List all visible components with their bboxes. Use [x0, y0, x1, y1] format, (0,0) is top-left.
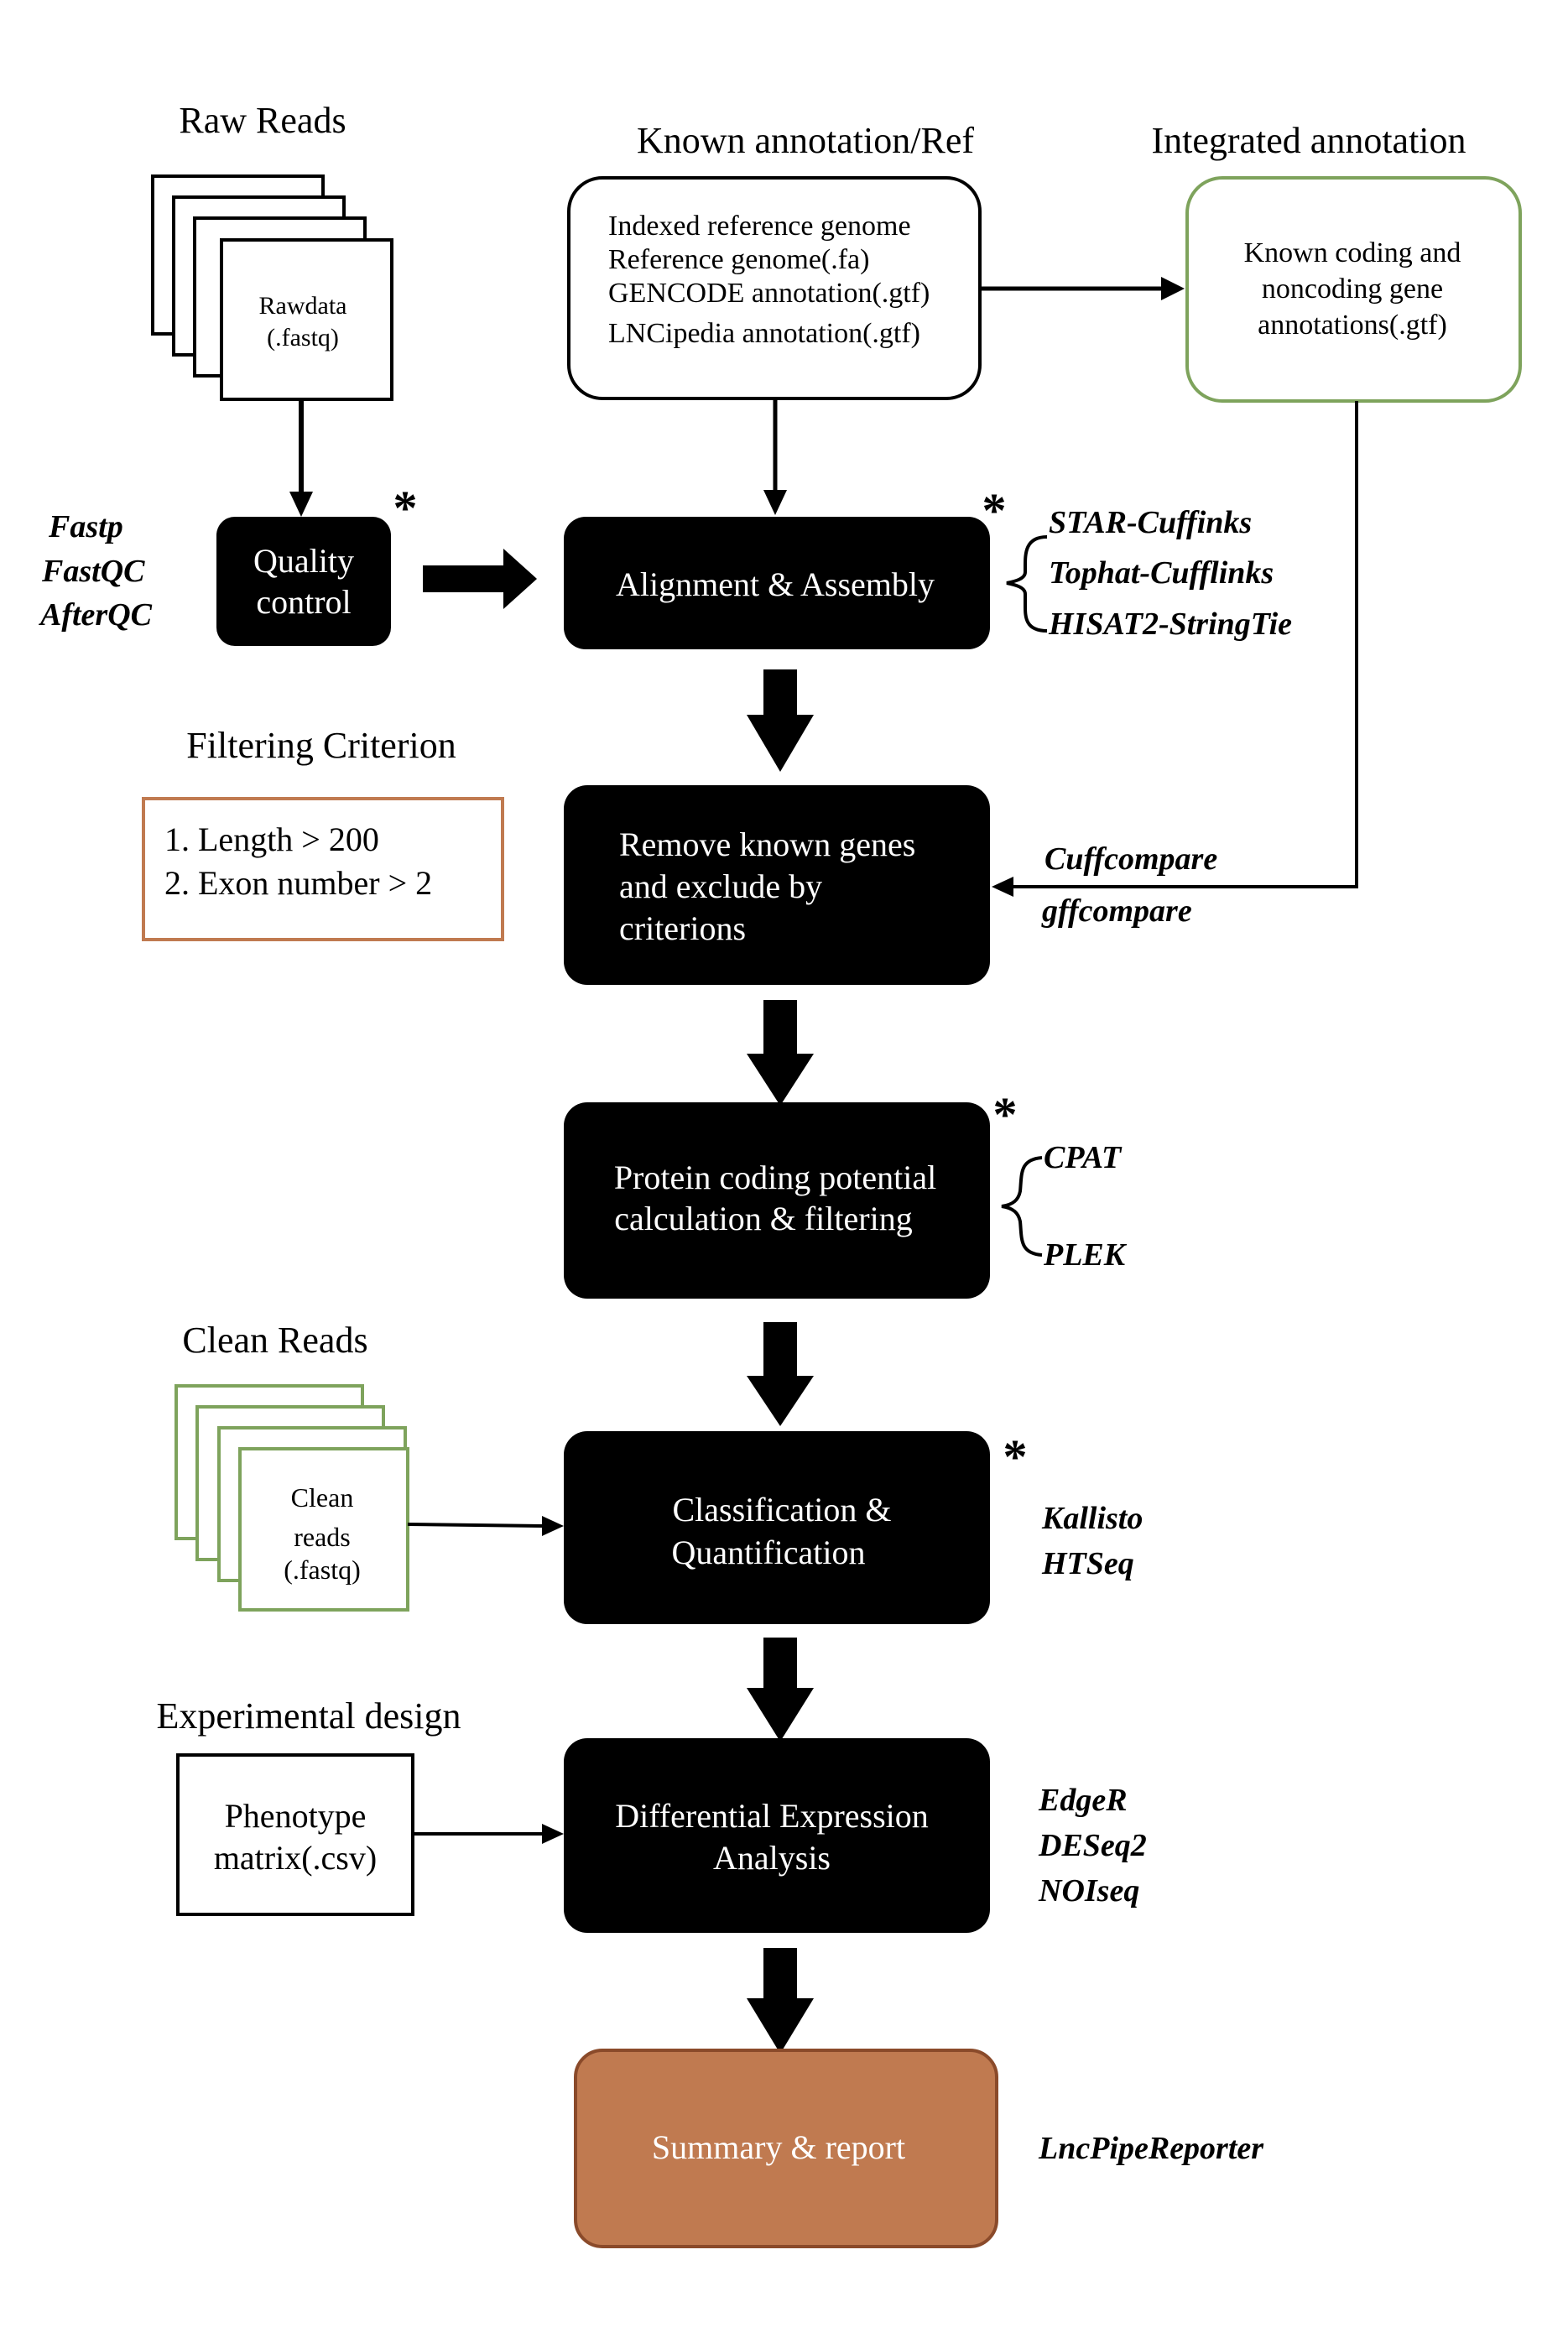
tool-noiseq: NOIseq: [1038, 1873, 1139, 1909]
tool-fastp: Fastp: [48, 509, 123, 544]
remove-known-line-1: Remove known genes: [619, 825, 915, 863]
heading-filtering-criterion: Filtering Criterion: [186, 725, 456, 766]
summary-report-label: Summary & report: [652, 2128, 905, 2166]
classification-box: [564, 1431, 990, 1624]
brace-coding-tools: [1001, 1156, 1043, 1257]
clean-reads-label-3: (.fastq): [284, 1554, 361, 1585]
arrowhead-qc-to-align: [503, 549, 537, 609]
phenotype-line-2: matrix(.csv): [214, 1839, 377, 1877]
quality-control-box: [216, 517, 391, 646]
tool-afterqc: AfterQC: [39, 597, 153, 633]
quality-control-line-1: Quality: [253, 542, 354, 580]
arrow-qc-to-align-shaft: [423, 565, 507, 592]
tool-star-cuffinks: STAR-Cuffinks: [1049, 505, 1252, 540]
filtering-criterion-box: [142, 797, 504, 941]
known-annotation-line-1: Indexed reference genome: [608, 211, 911, 242]
tool-cpat: CPAT: [1044, 1140, 1123, 1175]
tool-hisat2-stringtie: HISAT2-StringTie: [1048, 607, 1292, 642]
filter-criterion-2: 2. Exon number > 2: [164, 864, 432, 902]
star-classify: *: [1003, 1429, 1028, 1484]
phenotype-matrix-box: [176, 1753, 414, 1916]
arrowhead-remove-to-coding: [747, 1054, 814, 1106]
raw-reads-label-2: (.fastq): [267, 324, 339, 352]
tool-fastqc: FastQC: [41, 554, 145, 589]
arrowhead-coding-to-classify: [747, 1376, 814, 1426]
brace-align-tools: [1006, 535, 1048, 633]
known-annotation-line-4: LNCipedia annotation(.gtf): [608, 318, 920, 349]
differential-expression-box: [564, 1738, 990, 1933]
arrowhead-known-to-integrated: [1161, 277, 1185, 300]
arrowhead-integrated-to-remove: [992, 877, 1013, 897]
protein-coding-line-2: calculation & filtering: [614, 1200, 912, 1237]
tool-htseq: HTSeq: [1041, 1546, 1134, 1581]
raw-reads-stack: [151, 174, 393, 401]
arrowhead-de-to-summary: [747, 1998, 814, 2054]
raw-reads-label-1: Rawdata: [259, 292, 347, 320]
differential-expression-line-1: Differential Expression: [615, 1797, 929, 1835]
tool-deseq2: DESeq2: [1038, 1828, 1147, 1863]
summary-report-box: [574, 2049, 998, 2248]
arrow-classify-to-de-shaft: [763, 1638, 797, 1691]
quality-control-line-2: control: [256, 583, 351, 621]
protein-coding-box: [564, 1102, 990, 1299]
tool-cuffcompare: Cuffcompare: [1044, 841, 1217, 877]
star-qc: *: [393, 481, 418, 535]
arrowhead-raw-to-qc: [289, 492, 313, 517]
arrowhead-classify-to-de: [747, 1688, 814, 1742]
alignment-assembly-box: [564, 517, 990, 649]
heading-known-annotation: Known annotation/Ref: [637, 120, 974, 161]
clean-reads-stack: [175, 1384, 409, 1612]
tool-lncpipereporter: LncPipeReporter: [1038, 2131, 1264, 2166]
heading-clean-reads: Clean Reads: [182, 1320, 367, 1361]
remove-known-line-3: criterions: [619, 909, 746, 947]
integrated-annotation-line-2: noncoding gene: [1262, 273, 1443, 305]
star-align: *: [982, 483, 1007, 538]
integrated-annotation-box: [1185, 176, 1522, 403]
integrated-annotation-line-1: Known coding and: [1244, 237, 1461, 268]
tool-gffcompare: gffcompare: [1041, 893, 1192, 929]
clean-reads-label-1: Clean: [291, 1482, 354, 1513]
arrow-remove-to-coding-shaft: [763, 1000, 797, 1059]
alignment-assembly-label: Alignment & Assembly: [616, 565, 935, 603]
tool-kallisto: Kallisto: [1041, 1501, 1143, 1536]
arrowhead-align-to-remove: [747, 715, 814, 772]
heading-experimental-design: Experimental design: [157, 1695, 461, 1737]
classification-line-2: Quantification: [671, 1534, 865, 1571]
filter-criterion-1: 1. Length > 200: [164, 820, 379, 858]
known-annotation-line-2: Reference genome(.fa): [608, 244, 869, 275]
heading-raw-reads: Raw Reads: [179, 100, 346, 141]
heading-integrated-annotation: Integrated annotation: [1151, 120, 1466, 161]
star-coding: *: [993, 1087, 1018, 1142]
clean-reads-label-2: reads: [294, 1522, 351, 1552]
arrowhead-phenotype-to-de: [542, 1824, 564, 1844]
phenotype-line-1: Phenotype: [225, 1797, 367, 1835]
tool-tophat-cufflinks: Tophat-Cufflinks: [1049, 555, 1274, 591]
tool-plek: PLEK: [1043, 1237, 1128, 1273]
differential-expression-line-2: Analysis: [713, 1839, 831, 1877]
protein-coding-line-1: Protein coding potential: [614, 1159, 936, 1196]
integrated-annotation-line-3: annotations(.gtf): [1258, 310, 1447, 341]
arrow-align-to-remove-shaft: [763, 669, 797, 720]
tool-edger: EdgeR: [1038, 1783, 1128, 1818]
arrowhead-clean-to-classify: [542, 1516, 564, 1536]
arrow-coding-to-classify-shaft: [763, 1322, 797, 1381]
remove-known-genes-box: [564, 785, 990, 985]
arrow-de-to-summary-shaft: [763, 1948, 797, 2003]
connector-integrated-to-remove: [1011, 401, 1358, 888]
arrow-clean-to-classify: [407, 1523, 544, 1528]
classification-line-1: Classification &: [672, 1491, 891, 1528]
known-annotation-line-3: GENCODE annotation(.gtf): [608, 278, 930, 309]
arrowhead-known-to-align: [763, 490, 787, 515]
remove-known-line-2: and exclude by: [619, 867, 822, 905]
